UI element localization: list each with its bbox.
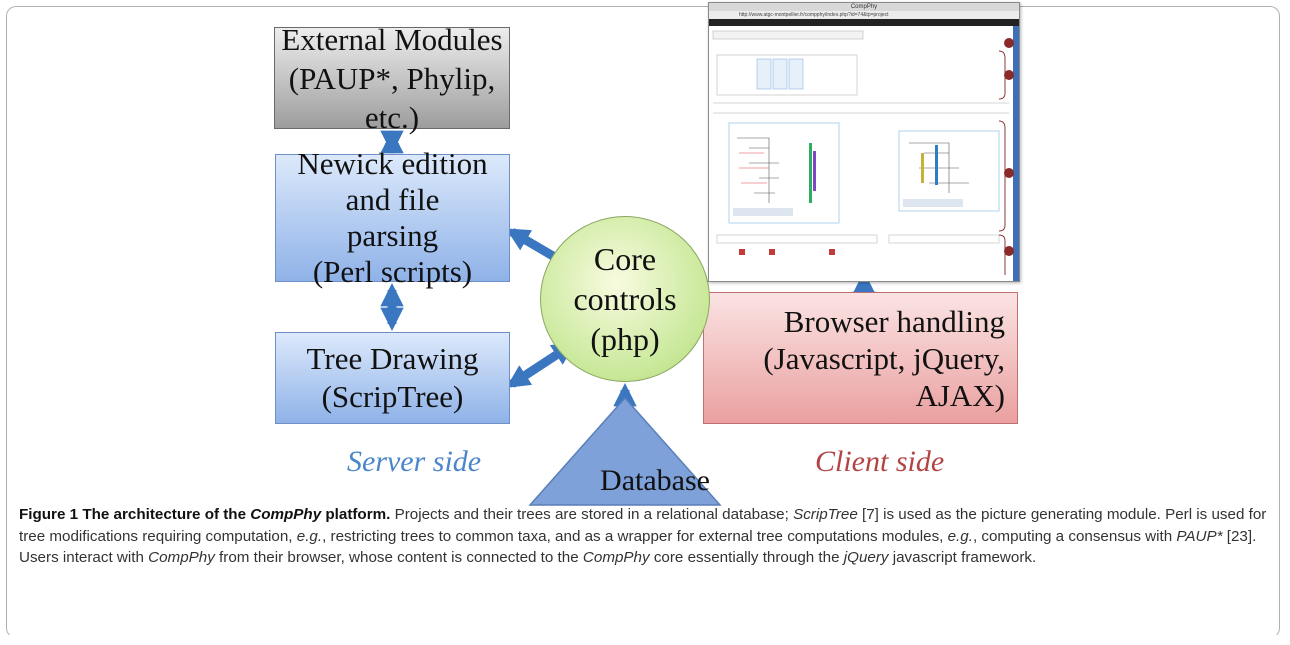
caption-s7: core essentially through the xyxy=(649,549,844,566)
caption-eg1: e.g. xyxy=(296,527,323,545)
caption-title: Figure 1 The architecture of the CompPhy… xyxy=(19,506,390,523)
caption-s5: [23]. Users interact with xyxy=(19,527,1257,567)
caption-jquery: jQuery xyxy=(843,549,889,566)
screenshot-nav-bar xyxy=(709,19,1019,26)
caption-compphy1: CompPhy xyxy=(148,549,215,566)
caption-s6: from their browser, whose content is con… xyxy=(214,549,583,566)
browser-line3: AJAX) xyxy=(915,377,1005,413)
caption-s8: javascript framework. xyxy=(888,549,1037,566)
core-controls-circle: Core controls (php) xyxy=(540,216,710,382)
database-label: Database xyxy=(600,464,710,497)
browser-line2: (Javascript, jQuery, xyxy=(763,340,1005,376)
caption-scriptree: ScripTree xyxy=(793,506,858,523)
newick-line1: Newick edition and file xyxy=(297,146,488,217)
caption-s1: Projects and their trees are stored in a… xyxy=(390,506,794,523)
core-line3: (php) xyxy=(590,321,660,357)
caption-title-post: platform. xyxy=(321,506,391,523)
caption-label: Figure 1 xyxy=(19,506,79,523)
caption-s2: [7] is used as the picture generating mo… xyxy=(19,506,1267,545)
external-modules-examples: (PAUP*, Phylip, etc.) xyxy=(288,60,496,135)
newick-line2: parsing xyxy=(346,218,439,253)
newick-box: Newick edition and file parsing (Perl sc… xyxy=(275,146,510,289)
browser-line1: Browser handling xyxy=(783,303,1005,339)
screenshot-content xyxy=(712,30,1014,275)
caption-title-pre: The architecture of the xyxy=(82,506,251,523)
core-line2: controls xyxy=(573,281,677,317)
caption-compphy2: CompPhy xyxy=(582,549,650,566)
database-shape xyxy=(528,396,722,506)
client-side-label: Client side xyxy=(815,445,945,478)
newick-line3: (Perl scripts) xyxy=(312,254,473,289)
external-modules-box: External Modules (PAUP*, Phylip, etc.) xyxy=(274,22,510,135)
server-side-label: Server side xyxy=(347,445,482,478)
figure-frame xyxy=(6,6,1280,638)
caption-s3: , restricting trees to common taxa, and … xyxy=(322,527,948,545)
tree-drawing-box: Tree Drawing (ScripTree) xyxy=(275,332,510,424)
figure-caption: Figure 1 The architecture of the CompPhy… xyxy=(19,504,1269,569)
tree-drawing-line1: Tree Drawing xyxy=(306,341,479,376)
screenshot-sidebar xyxy=(1013,26,1019,281)
browser-handling-box: Browser handling (Javascript, jQuery, AJ… xyxy=(703,292,1018,424)
tree-drawing-line2: (ScripTree) xyxy=(321,379,464,414)
caption-paup: PAUP* xyxy=(1176,527,1223,545)
screenshot-url-bar: http://www.atgc-montpellier.fr/compphy/i… xyxy=(709,11,1019,19)
core-line1: Core xyxy=(593,241,657,277)
screenshot-window-title: CompPhy xyxy=(709,3,1019,11)
caption-title-em: CompPhy xyxy=(250,506,322,523)
caption-s4: , computing a consensus with xyxy=(972,527,1177,545)
external-modules-title: External Modules xyxy=(281,21,503,57)
compphy-screenshot-thumbnail: CompPhy http://www.atgc-montpellier.fr/c… xyxy=(708,2,1020,282)
caption-eg2: e.g. xyxy=(947,527,973,545)
